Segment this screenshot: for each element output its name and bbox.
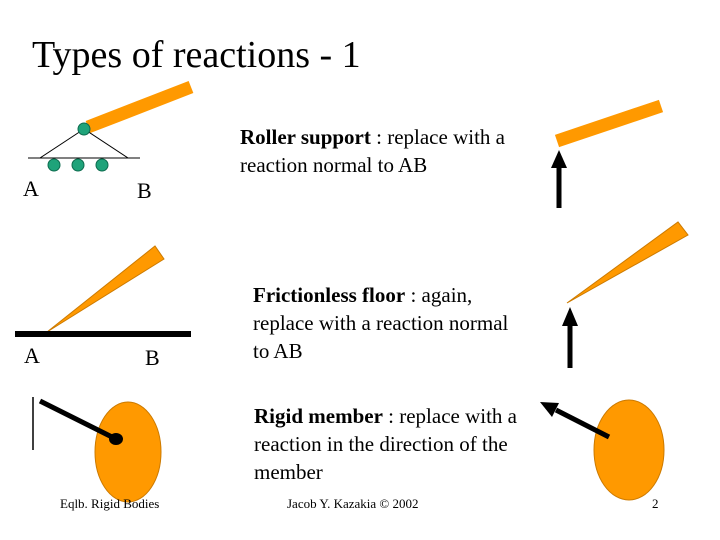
rigid-member-diagram xyxy=(32,397,162,503)
roller-member-bar xyxy=(85,80,194,134)
floor-member-wedge xyxy=(46,245,165,333)
roller-label-b: B xyxy=(137,178,152,203)
roller-fbd-member-bar xyxy=(554,99,664,148)
page-number: 2 xyxy=(652,496,659,511)
roller-support-diagram xyxy=(28,80,194,172)
footer-left: Eqlb. Rigid Bodies xyxy=(60,496,160,511)
floor-label-b: B xyxy=(145,345,160,370)
roller-pin xyxy=(77,122,91,136)
rigid-member-description: Rigid member : replace with a reaction i… xyxy=(254,402,524,486)
rigid-member-body: : replace with a reaction in the directi… xyxy=(254,404,518,484)
roller-support-description: Roller support : replace with a reaction… xyxy=(240,123,510,179)
roller-wheel xyxy=(47,158,61,172)
frictionless-floor-description: Frictionless floor : again, replace with… xyxy=(253,281,523,365)
floor-diagram xyxy=(15,245,191,337)
roller-wheel xyxy=(95,158,109,172)
floor-label-a: A xyxy=(24,343,40,368)
rigid-fbd-body-ellipse xyxy=(593,399,665,501)
roller-support-heading: Roller support xyxy=(240,125,371,149)
roller-wheel xyxy=(71,158,85,172)
floor-reaction-arrowhead xyxy=(562,307,578,326)
frictionless-floor-body: : again, replace with a reaction normal … xyxy=(253,283,509,363)
roller-reaction-diagram xyxy=(551,99,664,208)
floor-fbd-member-wedge xyxy=(566,221,689,304)
footer-center: Jacob Y. Kazakia © 2002 xyxy=(287,496,419,511)
roller-label-a: A xyxy=(23,176,39,201)
roller-reaction-arrowhead xyxy=(551,150,567,168)
rigid-reaction-diagram xyxy=(540,399,665,501)
roller-support-body: : replace with a reaction normal to AB xyxy=(240,125,505,177)
floor-reaction-diagram xyxy=(562,221,689,368)
rigid-body-ellipse xyxy=(94,401,162,503)
rigid-link-member xyxy=(38,398,114,440)
slide-title: Types of reactions - 1 xyxy=(32,34,361,76)
rigid-link-pin xyxy=(109,433,123,445)
frictionless-floor-heading: Frictionless floor xyxy=(253,283,406,307)
rigid-member-heading: Rigid member xyxy=(254,404,383,428)
rigid-reaction-arrow-shaft xyxy=(554,407,611,440)
rigid-reaction-arrowhead xyxy=(540,402,559,417)
